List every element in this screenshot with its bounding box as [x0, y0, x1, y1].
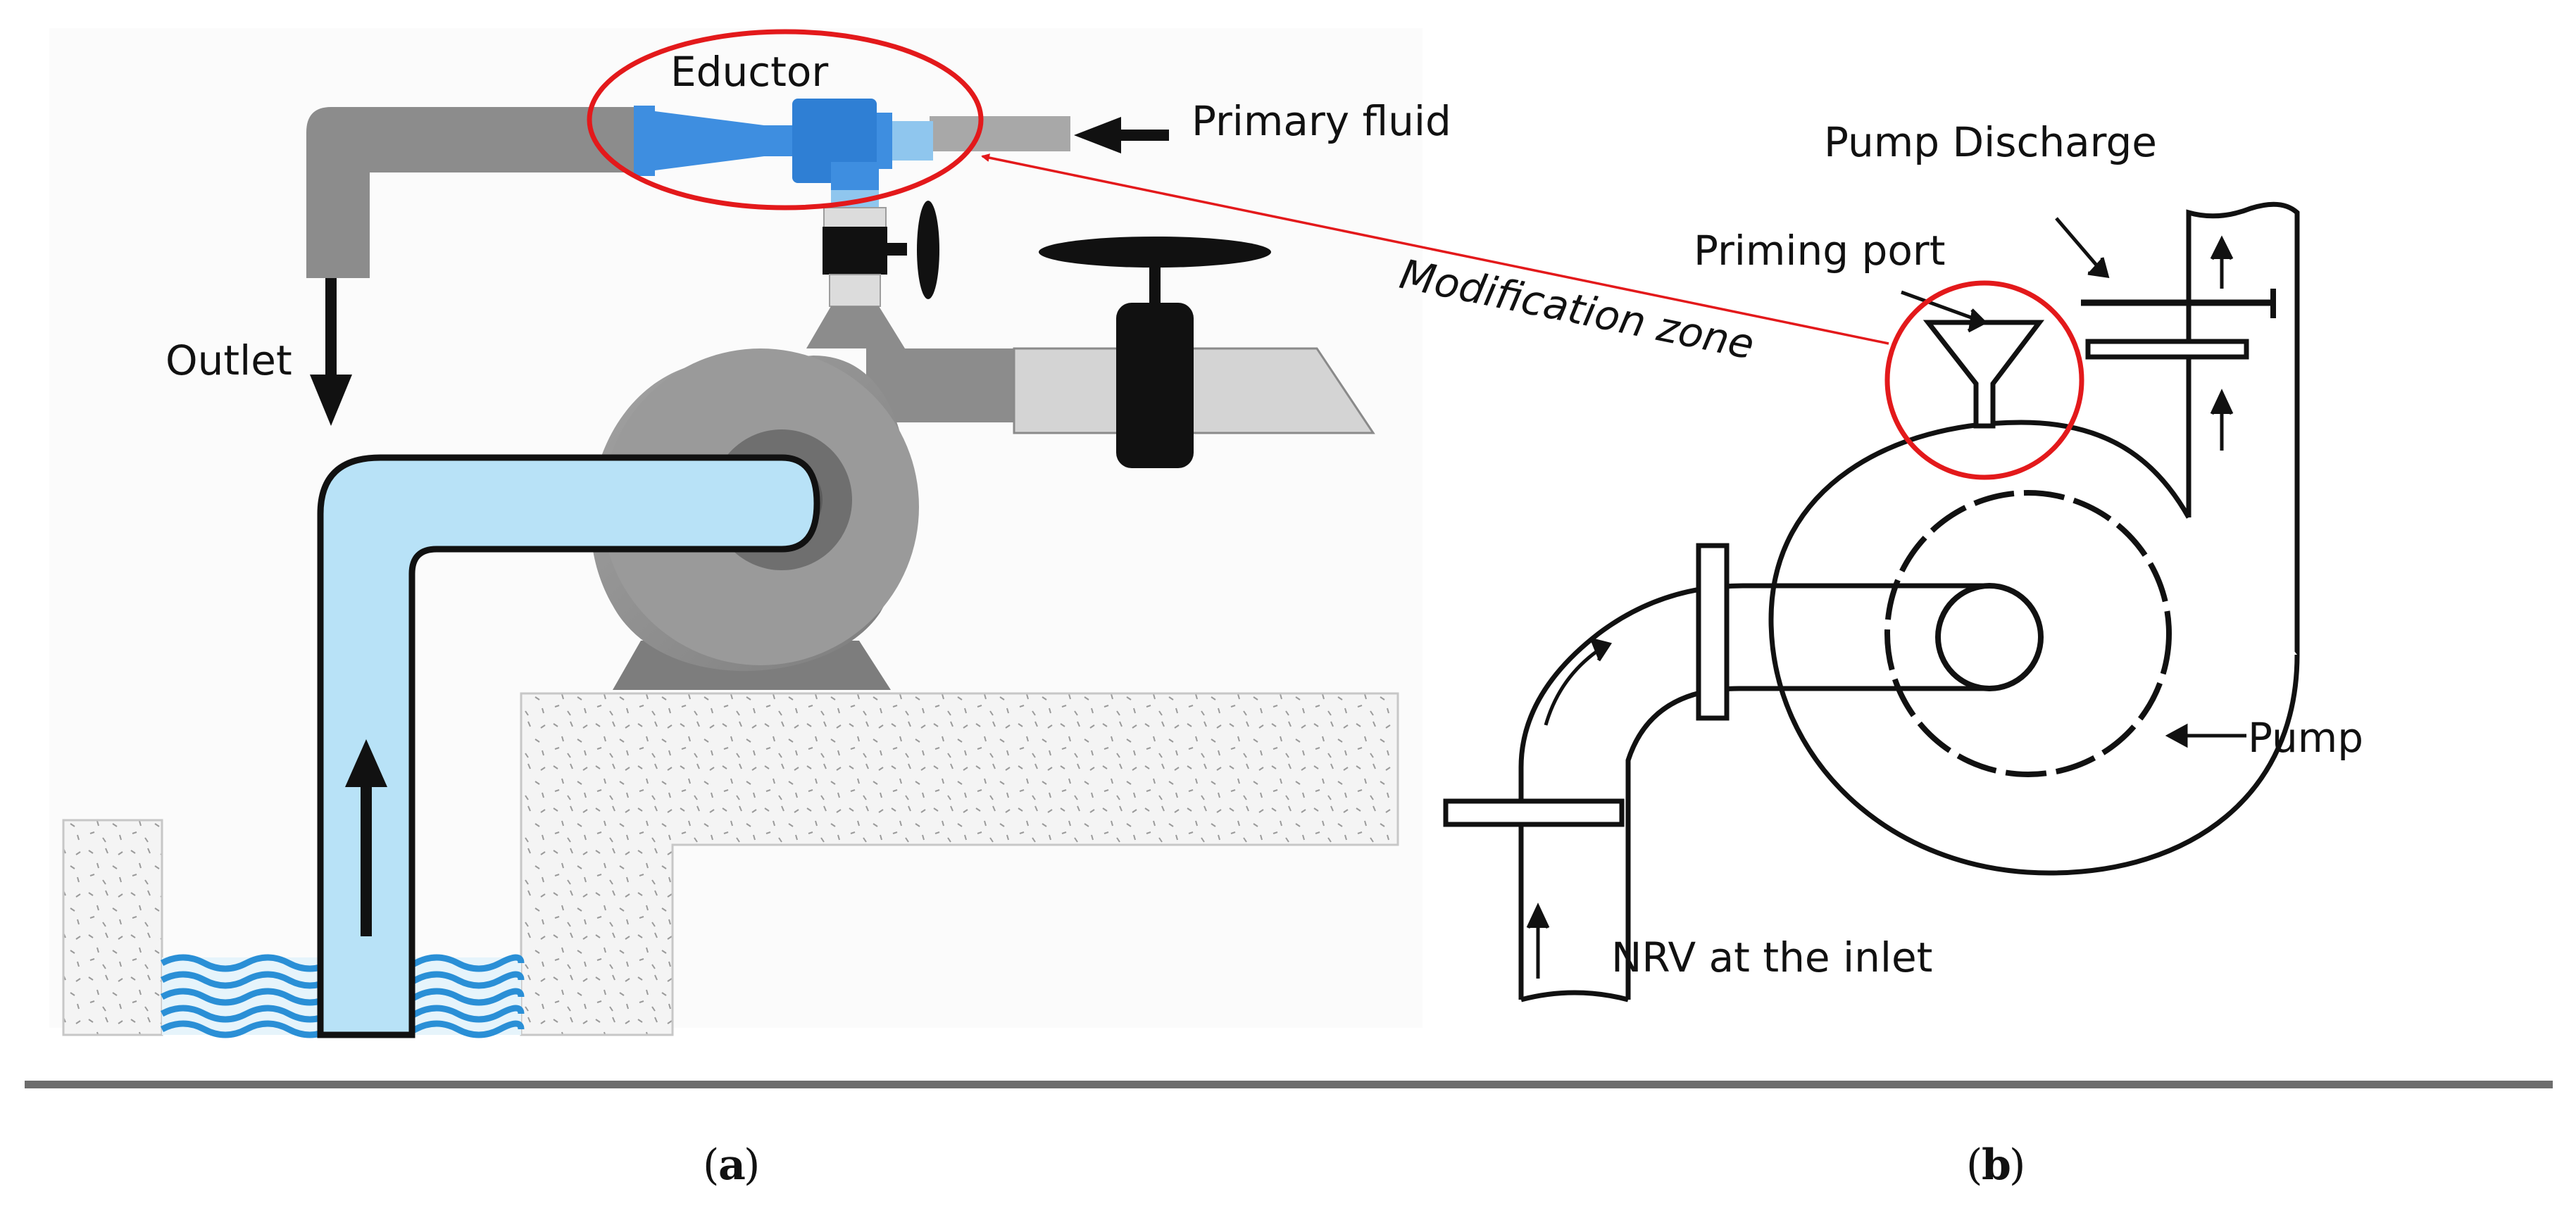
- pump-discharge-label: Pump Discharge: [1824, 118, 2157, 166]
- outlet-label: Outlet: [165, 337, 292, 384]
- pump-label: Pump: [2248, 714, 2363, 762]
- outlet-pipe: [306, 107, 634, 278]
- discharge-flow-arrows-icon: [2210, 235, 2234, 451]
- nrv-inlet-label: NRV at the inlet: [1611, 934, 1932, 981]
- svg-text:(: (: [1966, 1140, 1982, 1190]
- primary-fluid-pipe: [930, 116, 1070, 151]
- caption-b: ( b ): [1966, 1140, 2025, 1190]
- outlet-down-arrow-icon: [310, 278, 352, 426]
- svg-text:): ): [2009, 1140, 2025, 1190]
- priming-port-funnel-icon: [1922, 320, 2045, 429]
- panel-divider: [25, 1081, 2553, 1088]
- primary-fluid-label: Primary fluid: [1192, 97, 1451, 145]
- eductor-icon: [634, 99, 933, 190]
- gate-valve-icon: [1039, 237, 1271, 468]
- eductor-highlight-ring: [587, 29, 984, 210]
- svg-text:(: (: [703, 1140, 719, 1190]
- sump-wall: [62, 819, 163, 1036]
- nrv-flange: [1443, 798, 1625, 827]
- caption-b-label: b: [1982, 1140, 2011, 1190]
- label-pointers: [1901, 217, 2246, 748]
- pump-discharge-pipe: [2186, 201, 2300, 655]
- eductor-label: Eductor: [670, 48, 828, 96]
- suction-pipe: [317, 454, 820, 1038]
- panel-a-eductor-system: Eductor Primary fluid Outlet: [49, 28, 1451, 1038]
- caption-a: ( a ): [703, 1140, 760, 1190]
- ball-valve-icon: [823, 227, 887, 275]
- pump-volute: [1768, 420, 2300, 876]
- impeller-ring: [1884, 490, 2172, 777]
- svg-text:): ): [744, 1140, 760, 1190]
- flow-up-arrow-icon: [345, 739, 387, 936]
- priming-port-label: Priming port: [1694, 227, 1945, 275]
- inlet-flange: [1696, 543, 1730, 721]
- priming-port-highlight-ring: [1884, 280, 2084, 480]
- caption-a-label: a: [718, 1140, 746, 1190]
- primary-fluid-arrow-icon: [1074, 117, 1169, 153]
- discharge-flange-bottom: [2085, 339, 2249, 360]
- panel-b-priming-pump: Pump Discharge Priming port Pump NRV at …: [1443, 118, 2363, 1003]
- inlet-flow-arrows-icon: [1526, 637, 1612, 979]
